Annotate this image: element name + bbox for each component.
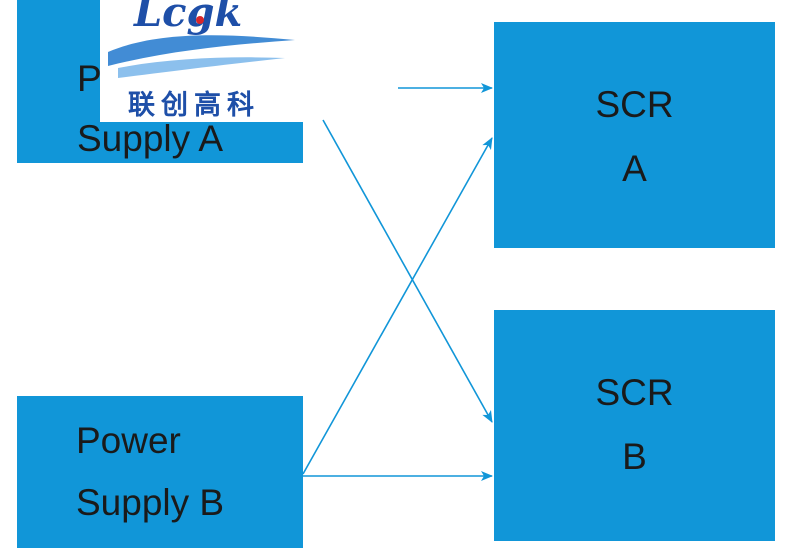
wire-b-to-scr-a — [302, 137, 493, 475]
wire-a-to-scr-b — [322, 119, 493, 423]
logo-accent-dot — [196, 16, 204, 24]
power-supply-a-line2: Supply A — [77, 118, 224, 159]
scr-b-line2: B — [622, 436, 647, 477]
scr-a-box: SCR A — [494, 22, 775, 248]
scr-b-box: SCR B — [494, 310, 775, 541]
lcgk-logo: Lcgk 联创高科 — [100, 0, 315, 122]
logo-subtitle: 联创高科 — [128, 89, 260, 121]
power-supply-b-line2: Supply B — [76, 482, 225, 523]
power-supply-b-box: Power Supply B — [17, 396, 303, 548]
logo-wordmark: Lcgk — [133, 0, 242, 36]
scr-a-line1: SCR — [595, 84, 674, 125]
power-supply-b-line1: Power — [76, 420, 181, 461]
scr-b-line1: SCR — [595, 372, 674, 413]
scr-a-line2: A — [622, 148, 647, 189]
